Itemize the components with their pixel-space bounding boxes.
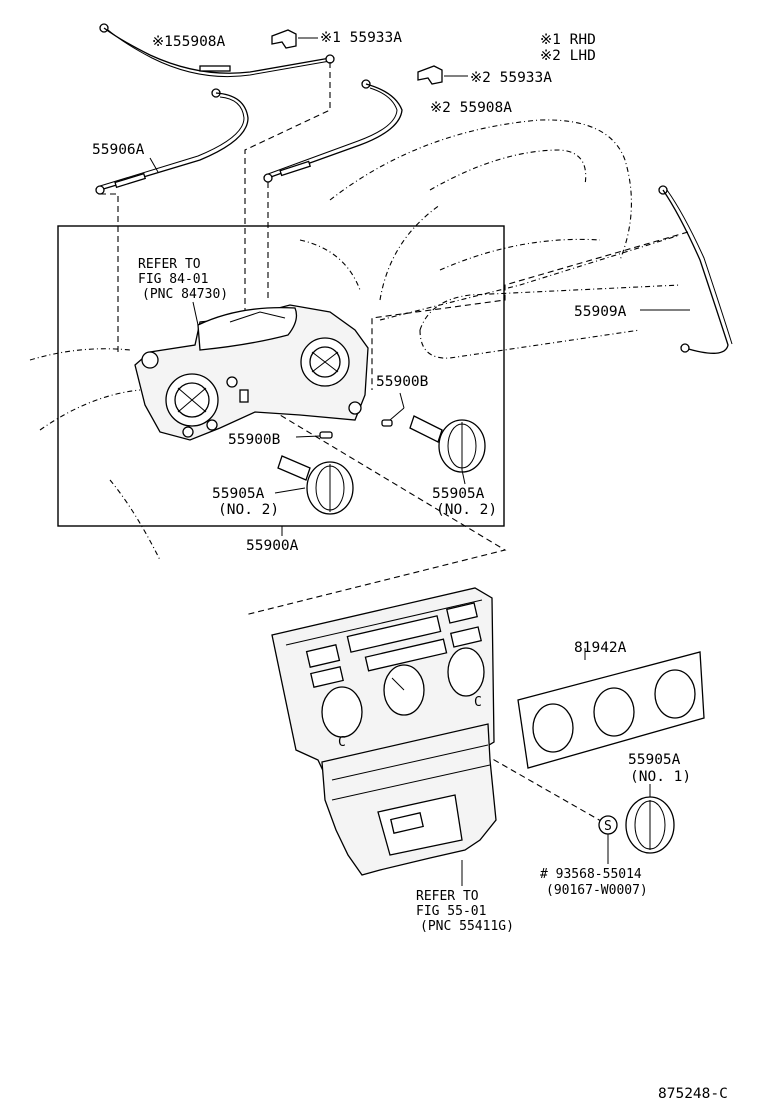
legend-rhd: ※1 RHD bbox=[540, 32, 596, 48]
leader-lines-lower bbox=[461, 784, 651, 886]
cable-55909a[interactable] bbox=[658, 185, 733, 354]
knob-left-no2[interactable] bbox=[277, 455, 354, 515]
lower-bezel[interactable] bbox=[321, 723, 497, 876]
label-knob-left: 55905A bbox=[212, 486, 265, 502]
heater-control-body[interactable] bbox=[134, 304, 369, 441]
label-cable-55909a: 55909A bbox=[574, 304, 627, 320]
knob-no1[interactable] bbox=[625, 796, 675, 854]
panel-mark-left: C bbox=[338, 735, 346, 750]
knob-right-no2[interactable] bbox=[409, 415, 486, 473]
label-knob-right-note: (NO. 2) bbox=[436, 502, 497, 518]
label-knob-left-note: (NO. 2) bbox=[218, 502, 279, 518]
label-panel-plate: 81942A bbox=[574, 640, 627, 656]
bulb-upper[interactable] bbox=[381, 407, 405, 427]
label-knob-no1: 55905A bbox=[628, 752, 681, 768]
label-bulb-upper: 55900B bbox=[376, 374, 429, 390]
cable-55908a-rhd[interactable] bbox=[99, 23, 335, 78]
label-knob-no1-note: (NO. 1) bbox=[630, 769, 691, 785]
leader-lines-upper bbox=[149, 157, 690, 660]
clamp-55933a-lhd[interactable] bbox=[417, 65, 468, 85]
label-knob-right: 55905A bbox=[432, 486, 485, 502]
label-screw-alt: (90167-W0007) bbox=[546, 883, 648, 898]
label-bulb-lower: 55900B bbox=[228, 432, 281, 448]
label-refer-55-line3: (PNC 55411G) bbox=[420, 919, 514, 934]
dashboard-outline bbox=[29, 119, 681, 561]
label-refer-55-line1: REFER TO bbox=[416, 889, 479, 904]
label-control-assy: 55900A bbox=[246, 538, 299, 554]
cable-55906a[interactable] bbox=[95, 88, 249, 195]
labels: ※1 RHD ※2 LHD ※155908A ※1 55933A ※2 5593… bbox=[92, 30, 728, 1102]
label-refer-84-line1: REFER TO bbox=[138, 257, 201, 272]
label-cable-55906a: 55906A bbox=[92, 142, 145, 158]
label-cable-1-rhd: ※155908A bbox=[152, 34, 226, 50]
control-assembly-frame bbox=[57, 225, 505, 527]
bulb-lower[interactable] bbox=[319, 431, 333, 439]
cable-55908a-lhd[interactable] bbox=[263, 79, 403, 183]
panel-plate-81942a[interactable] bbox=[517, 651, 705, 769]
panel-mark-right: C bbox=[474, 695, 482, 710]
label-clamp-2-lhd: ※2 55933A bbox=[470, 70, 552, 86]
diagram-id: 875248-C bbox=[658, 1086, 728, 1102]
label-refer-55-line2: FIG 55-01 bbox=[416, 904, 486, 919]
clamp-55933a-rhd[interactable] bbox=[271, 29, 318, 49]
label-refer-84-line2: FIG 84-01 bbox=[138, 272, 208, 287]
label-cable-2-lhd: ※2 55908A bbox=[430, 100, 512, 116]
label-refer-84-line3: (PNC 84730) bbox=[142, 287, 228, 302]
screw-mark: S bbox=[604, 819, 612, 834]
label-screw-part: # 93568-55014 bbox=[540, 867, 642, 882]
label-clamp-1-rhd: ※1 55933A bbox=[320, 30, 402, 46]
legend-lhd: ※2 LHD bbox=[540, 48, 596, 64]
